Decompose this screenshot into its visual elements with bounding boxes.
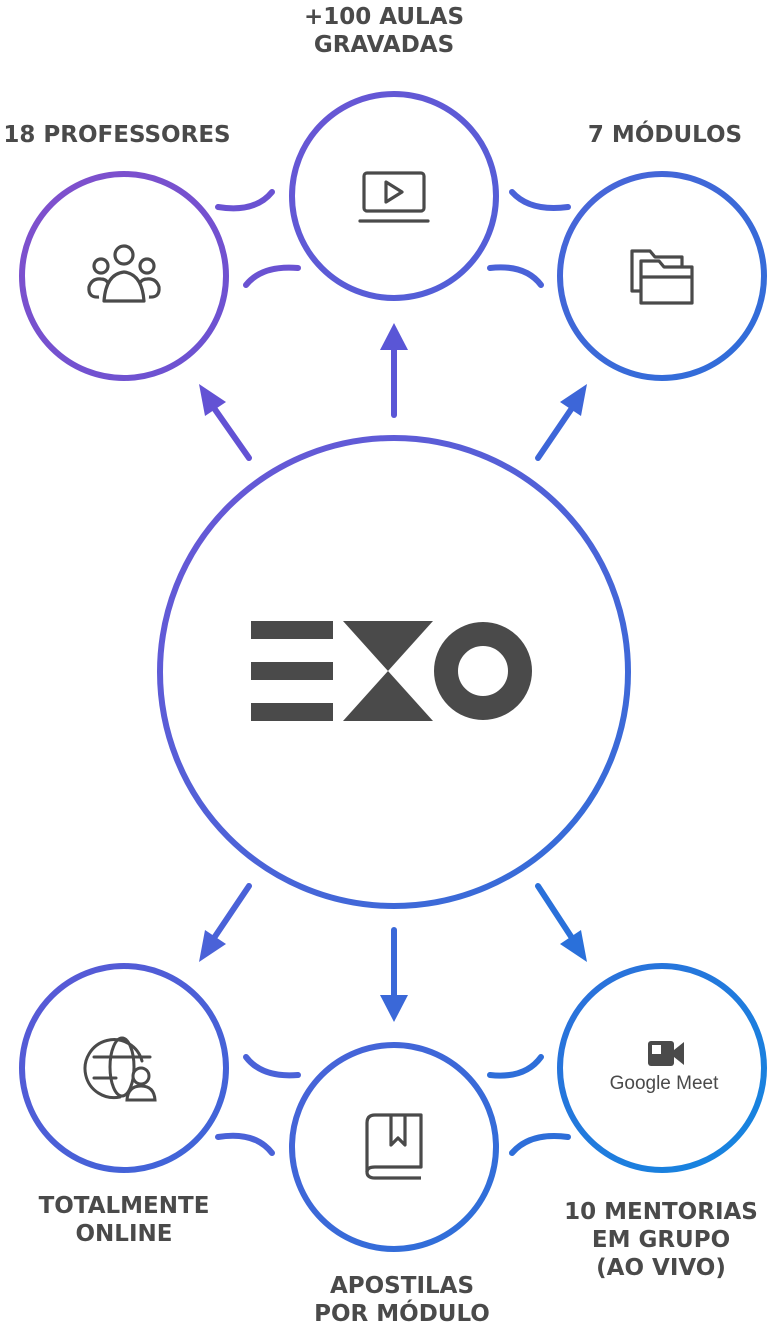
label-aulas-line2: GRAVADAS [313, 32, 455, 58]
label-online: TOTALMENTE ONLINE [39, 1192, 210, 1248]
label-mentorias: 10 MENTORIAS EM GRUPO (AO VIVO) [564, 1198, 758, 1282]
label-online-line2: ONLINE [75, 1221, 173, 1247]
node-mentorias [557, 963, 767, 1173]
label-modulos: 7 MÓDULOS [588, 121, 742, 149]
arrows [199, 323, 587, 1022]
connector-arcs-bottom [215, 1054, 571, 1156]
label-mentorias-line3: (AO VIVO) [596, 1255, 726, 1281]
google-meet-logo-text: Google Meet [609, 1073, 719, 1094]
globe-user-icon [83, 1036, 157, 1102]
people-group-icon [87, 244, 161, 303]
exo-logo [251, 621, 532, 721]
arrow-to-modulos [535, 384, 587, 461]
node-online [19, 963, 229, 1173]
video-camera-icon [648, 1041, 684, 1066]
label-online-line1: TOTALMENTE [38, 1193, 210, 1219]
label-professores-text: 18 PROFESSORES [3, 122, 231, 148]
arrow-to-mentorias [535, 883, 587, 962]
label-mentorias-line1: 10 MENTORIAS [564, 1199, 758, 1225]
folders-icon [630, 249, 694, 305]
connector-arcs-top [215, 189, 571, 288]
node-apostilas [289, 1042, 499, 1252]
label-aulas: +100 AULAS GRAVADAS [304, 3, 464, 59]
label-aulas-line1: +100 AULAS [303, 4, 465, 30]
arrow-to-professores [199, 384, 252, 461]
bookmark-book-icon [365, 1113, 423, 1180]
center-circle [157, 435, 631, 909]
video-play-icon [358, 171, 430, 223]
label-apostilas-line1: APOSTILAS [329, 1273, 475, 1299]
label-modulos-text: 7 MÓDULOS [587, 122, 743, 148]
label-apostilas-line2: POR MÓDULO [314, 1301, 490, 1327]
arrow-to-apostilas [380, 927, 408, 1022]
arrow-to-online [199, 883, 252, 962]
label-apostilas: APOSTILAS POR MÓDULO [314, 1272, 490, 1328]
label-mentorias-line2: EM GRUPO [591, 1227, 731, 1253]
arrow-to-aulas [380, 323, 408, 418]
label-professores: 18 PROFESSORES [3, 121, 230, 149]
node-professores [19, 171, 229, 381]
